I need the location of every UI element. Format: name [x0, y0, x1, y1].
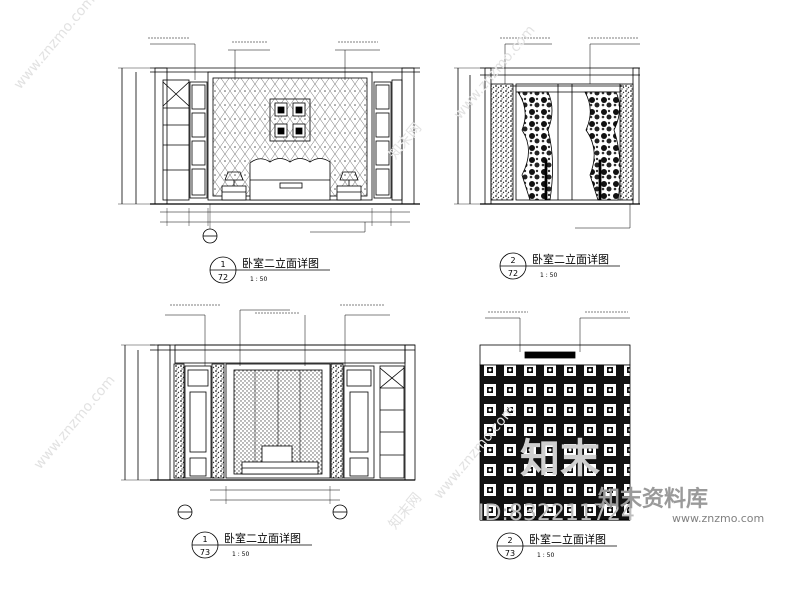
elevation-1-73: [121, 304, 416, 520]
drawing-title: 卧室二立面详图: [224, 531, 301, 545]
drawing-number: 2: [507, 536, 512, 545]
watermark-diagonal-url-1: www.znzmo.com: [11, 0, 99, 93]
drawing-number: 2: [510, 256, 515, 265]
elevation-2-73: [479, 311, 631, 521]
title-block-1-72: 1 72 卧室二立面详图 1 : 50: [209, 256, 330, 284]
title-block-2-73: 2 73 卧室二立面详图 1 : 50: [496, 532, 617, 560]
drawing-number: 1: [202, 535, 207, 544]
watermark-url: www.znzmo.com: [672, 512, 764, 525]
drawing-scale: 1 : 50: [232, 551, 249, 558]
drawing-number: 1: [220, 260, 225, 269]
watermark-stamp-2: 知末网: [385, 489, 425, 532]
title-block-2-72: 2 72 卧室二立面详图 1 : 50: [499, 252, 620, 280]
drawing-title: 卧室二立面详图: [242, 256, 319, 270]
elevation-1-72: [118, 37, 420, 244]
drawing-scale: 1 : 50: [250, 276, 267, 283]
drawing-title: 卧室二立面详图: [529, 532, 606, 546]
watermark: www.znzmo.com www.znzmo.com www.znzmo.co…: [11, 0, 764, 533]
watermark-brand-cn: 知末资料库: [598, 486, 708, 512]
sheet-number: 72: [218, 273, 228, 282]
sheet-number: 73: [200, 548, 210, 557]
sheet-number: 72: [508, 269, 518, 278]
drawing-scale: 1 : 50: [537, 552, 554, 559]
sheet-number: 73: [505, 549, 515, 558]
watermark-diagonal-url-3: www.znzmo.com: [31, 372, 119, 472]
elevation-2-72: [454, 37, 640, 229]
watermark-id: ID:832211724: [478, 501, 635, 526]
drawing-scale: 1 : 50: [540, 272, 557, 279]
watermark-brand-big: 知末: [520, 436, 600, 482]
drawing-title: 卧室二立面详图: [532, 252, 609, 266]
title-block-1-73: 1 73 卧室二立面详图 1 : 50: [191, 531, 312, 559]
